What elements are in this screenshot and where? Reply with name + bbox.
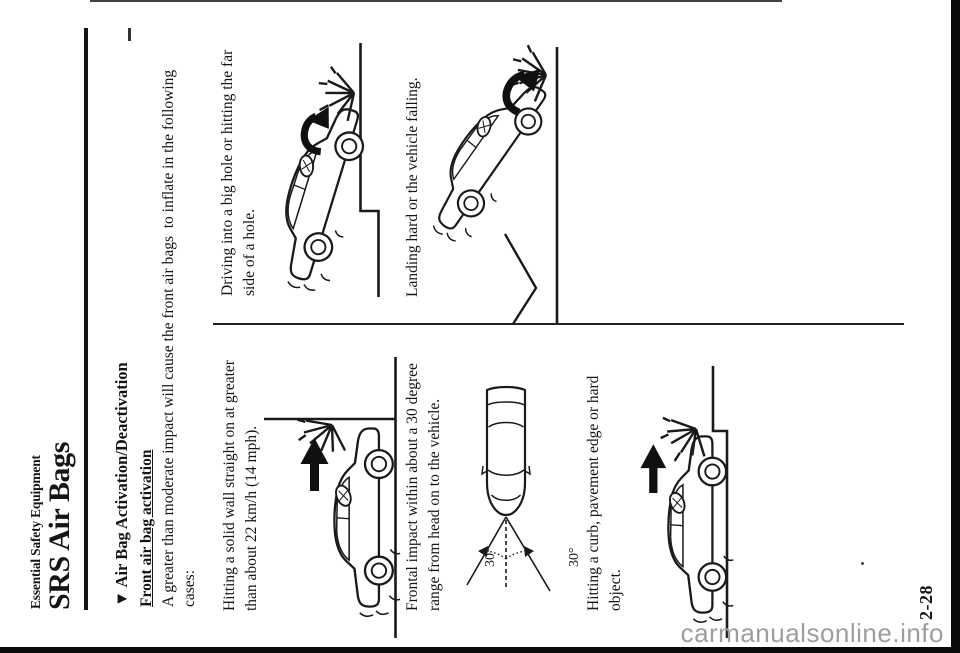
caption-line: object.	[607, 569, 624, 611]
figure-hitting-curb	[640, 366, 735, 638]
page-title: SRS Air Bags	[43, 441, 76, 610]
caption-hitting-curb: Hitting a curb, pavement edge or hard ob…	[583, 376, 627, 611]
caption-line: Frontal impact within about a 30 degree	[404, 363, 421, 611]
scan-speck-dash	[128, 28, 131, 41]
intro-paragraph: A greater than moderate impact will caus…	[158, 70, 200, 607]
scan-speck-dot	[861, 562, 864, 565]
page-number: 2-28	[916, 585, 936, 620]
subsection-heading: Front air bag activation	[138, 449, 155, 607]
caption-line: range from head on to the vehicle.	[426, 398, 443, 611]
figure-vehicle-falling	[410, 41, 565, 325]
section-heading: ▼ Air Bag Activation/Deactivation	[112, 362, 131, 607]
watermark-text: carmanualsonline.info	[680, 618, 944, 648]
scan-edge-right	[951, 0, 960, 653]
intro-line-2: cases:	[181, 569, 198, 607]
figure-driving-into-hole	[260, 43, 381, 298]
scan-edge-top	[90, 0, 782, 2]
figure-30-degree-range: 30° 30°	[466, 385, 582, 592]
caption-line: Hitting a solid wall straight on at grea…	[221, 360, 238, 611]
header-kicker: Essential Safety Equipment	[28, 455, 43, 609]
header-rule	[84, 28, 88, 610]
caption-frontal-impact: Frontal impact within about a 30 degree …	[402, 363, 446, 611]
scan-edge-bottom	[0, 647, 960, 653]
caption-solid-wall: Hitting a solid wall straight on at grea…	[219, 360, 263, 611]
angle-label-lower: 30°	[567, 547, 582, 567]
angle-label-upper: 30°	[483, 547, 498, 567]
intro-line-1: A greater than moderate impact will caus…	[160, 69, 177, 607]
caption-line: Hitting a curb, pavement edge or hard	[585, 375, 602, 611]
figure-hitting-solid-wall	[264, 357, 402, 638]
caption-line: Driving into a big hole or hitting the f…	[219, 49, 236, 296]
